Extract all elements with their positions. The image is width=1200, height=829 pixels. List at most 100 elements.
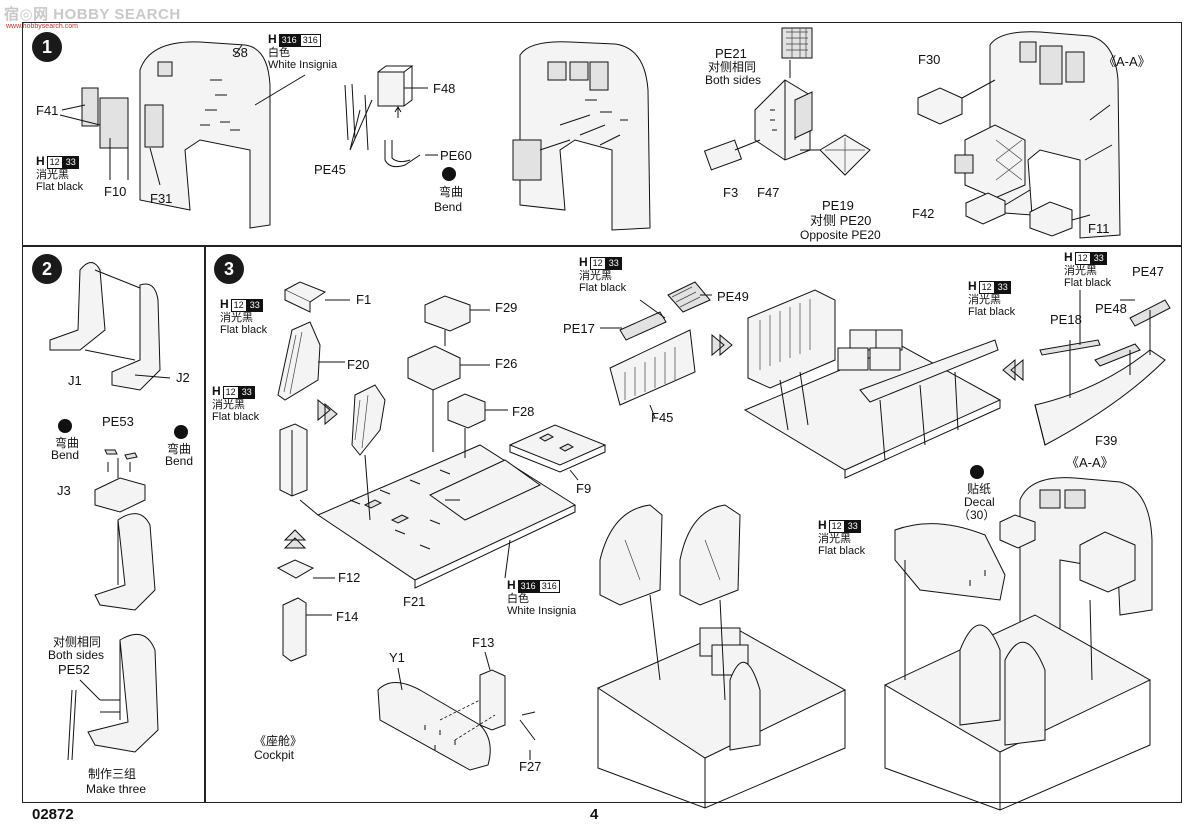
label-y1: Y1 [389,650,405,665]
label-f39: F39 [1095,433,1118,448]
step-number-2: 2 [32,254,62,284]
label-cockpit-en: Cockpit [254,748,295,762]
label-bend-en-2a: Bend [51,448,80,462]
step3-frame [204,245,1182,803]
label-bend-en-1: Bend [434,200,463,214]
label-f9: F9 [576,481,592,496]
bulkhead-middle-drawing [512,41,651,231]
step1-frame [22,22,1182,247]
label-f20: F20 [347,357,370,372]
label-f10: F10 [104,184,127,199]
step-number-3: 3 [214,254,244,284]
label-aa-2: 《A-A》 [1066,455,1114,470]
label-decal-number: （30） [958,508,996,522]
kit-number: 02872 [32,806,74,823]
label-pe53: PE53 [102,414,134,429]
label-f28: F28 [512,404,535,419]
label-f29: F29 [495,300,518,315]
label-opposite-pe20-zh: 对侧 PE20 [810,213,872,228]
label-f27: F27 [519,759,542,774]
label-both-sides-zh-1: 对侧相同 [708,60,757,74]
label-f21: F21 [403,594,426,609]
label-pe17: PE17 [563,321,595,336]
label-f12: F12 [338,570,361,585]
label-f30: F30 [918,52,941,67]
cockpit-assembly-bottom-right-drawing [883,477,1153,811]
label-f41: F41 [36,103,59,118]
label-s8: S8 [232,45,248,60]
label-f3: F3 [723,185,739,200]
f21-floor-drawing [299,295,607,589]
label-bend-zh-2b: 弯曲 [167,442,192,456]
label-f1: F1 [356,292,372,307]
bulkhead-aa-drawing [917,31,1121,239]
page-number: 4 [590,806,599,823]
y1-f13-f27-drawing [377,651,536,771]
label-cockpit-zh: 《座舱》 [254,734,303,748]
label-both-sides-zh-2: 对侧相同 [53,635,102,649]
label-j1: J1 [68,373,82,388]
label-pe49: PE49 [717,289,749,304]
f39-pe18-pe47-pe48-drawing [1034,290,1171,446]
label-f42: F42 [912,206,935,221]
label-both-sides-en-1: Both sides [705,73,762,87]
step-number-1: 1 [32,32,62,62]
label-bend-zh-1: 弯曲 [439,185,464,199]
label-f14: F14 [336,609,359,624]
seat-j1-j2-drawing [49,262,171,391]
label-opposite-pe20-en: Opposite PE20 [800,228,881,242]
bulkhead-s8-drawing [59,41,306,229]
watermark-url: www.hobbysearch.com [6,23,78,30]
label-pe48: PE48 [1095,301,1127,316]
label-pe21: PE21 [715,46,747,61]
label-f11: F11 [1088,221,1110,236]
seat-j3-pe53-drawing [94,449,156,611]
label-f26: F26 [495,356,518,371]
bend-icon-right [174,425,188,439]
bend-icon [442,167,456,181]
decal-icon [970,465,984,479]
label-pe45: PE45 [314,162,346,177]
cockpit-assembly-mid-drawing [743,289,1024,479]
label-f47: F47 [757,185,780,200]
f45-pe17-pe49-drawing [600,281,733,419]
label-pe19: PE19 [822,198,854,213]
label-pe18: PE18 [1050,312,1082,327]
f47-pe19-pe21-drawing [703,27,871,176]
watermark-logo: 宿◎网 HOBBY SEARCH [4,6,181,23]
label-f45: F45 [651,410,674,425]
bend-icon-left [58,419,72,433]
label-j3: J3 [57,483,71,498]
seat-pe52-drawing [67,633,159,761]
f1-f20-f12-f14-drawing [276,281,350,662]
label-both-sides-en-2: Both sides [48,648,105,662]
label-make-three-en: Make three [86,782,147,796]
label-pe47: PE47 [1132,264,1164,279]
label-f31: F31 [150,191,173,206]
label-bend-en-2b: Bend [165,454,194,468]
cockpit-assembly-bottom-left-drawing [596,504,847,809]
label-aa-1: 《A-A》 [1103,54,1151,69]
label-decal-en: Decal [964,495,995,509]
f48-pe45-pe60-drawing [344,65,438,168]
step2-frame [22,245,206,803]
label-f13: F13 [472,635,495,650]
label-bend-zh-2a: 弯曲 [55,436,80,450]
label-pe52: PE52 [58,662,90,677]
label-make-three-zh: 制作三组 [88,767,137,781]
label-f48: F48 [433,81,456,96]
label-pe60: PE60 [440,148,472,163]
label-j2: J2 [176,370,190,385]
label-decal-zh: 贴纸 [967,482,992,496]
